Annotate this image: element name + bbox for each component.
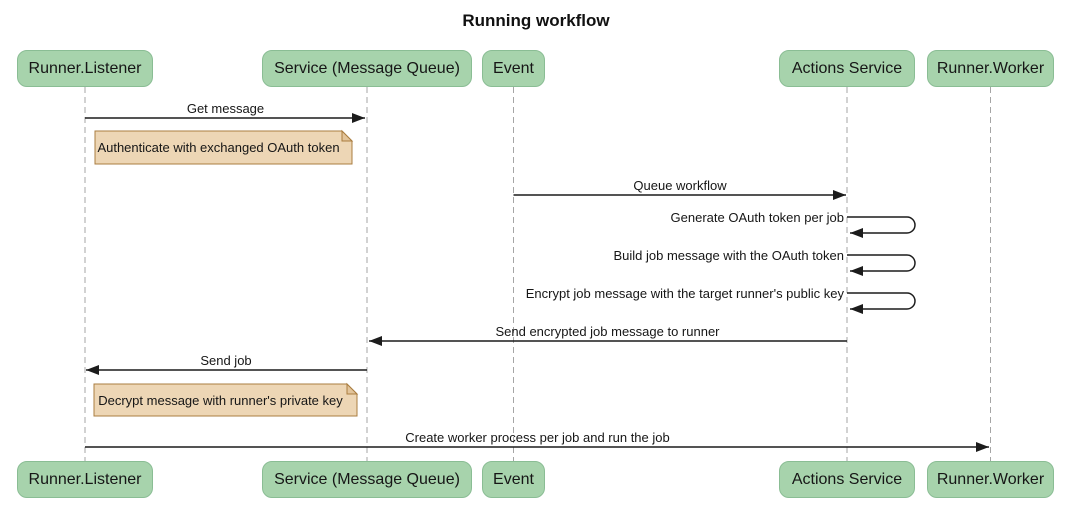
actor-bottom-runner-worker: Runner.Worker (927, 461, 1054, 498)
actor-bottom-service-message-queue: Service (Message Queue) (262, 461, 472, 498)
actor-bottom-event: Event (482, 461, 545, 498)
actor-bottom-runner-listener: Runner.Listener (17, 461, 153, 498)
message-label-generate-oauth-token: Generate OAuth token per job (670, 210, 844, 225)
self-loop-generate-oauth-token (847, 216, 916, 238)
note-authenticate: Authenticate with exchanged OAuth token (97, 140, 340, 155)
diagram-title: Running workflow (462, 11, 610, 30)
note-fold-decrypt (346, 382, 359, 395)
actor-top-service-message-queue: Service (Message Queue) (262, 50, 472, 87)
message-label-queue-workflow: Queue workflow (633, 178, 727, 193)
actor-top-actions-service: Actions Service (779, 50, 915, 87)
message-label-send-job: Send job (200, 353, 252, 368)
note-shape-authenticate (94, 130, 353, 165)
note-shape-decrypt (93, 383, 358, 417)
actor-bottom-actions-service: Actions Service (779, 461, 915, 498)
actor-top-runner-worker: Runner.Worker (927, 50, 1054, 87)
message-label-encrypt-job-message: Encrypt job message with the target runn… (525, 286, 844, 301)
message-label-create-worker-process: Create worker process per job and run th… (405, 430, 670, 445)
message-label-send-encrypted-message: Send encrypted job message to runner (495, 324, 720, 339)
self-loop-build-job-message (847, 254, 916, 276)
actor-top-runner-listener: Runner.Listener (17, 50, 153, 87)
self-loop-encrypt-job-message (847, 292, 916, 314)
note-fold-authenticate (341, 129, 354, 142)
actor-top-event: Event (482, 50, 545, 87)
message-label-get-message: Get message (186, 101, 265, 116)
note-decrypt: Decrypt message with runner's private ke… (98, 392, 343, 408)
message-label-build-job-message: Build job message with the OAuth token (613, 248, 844, 263)
